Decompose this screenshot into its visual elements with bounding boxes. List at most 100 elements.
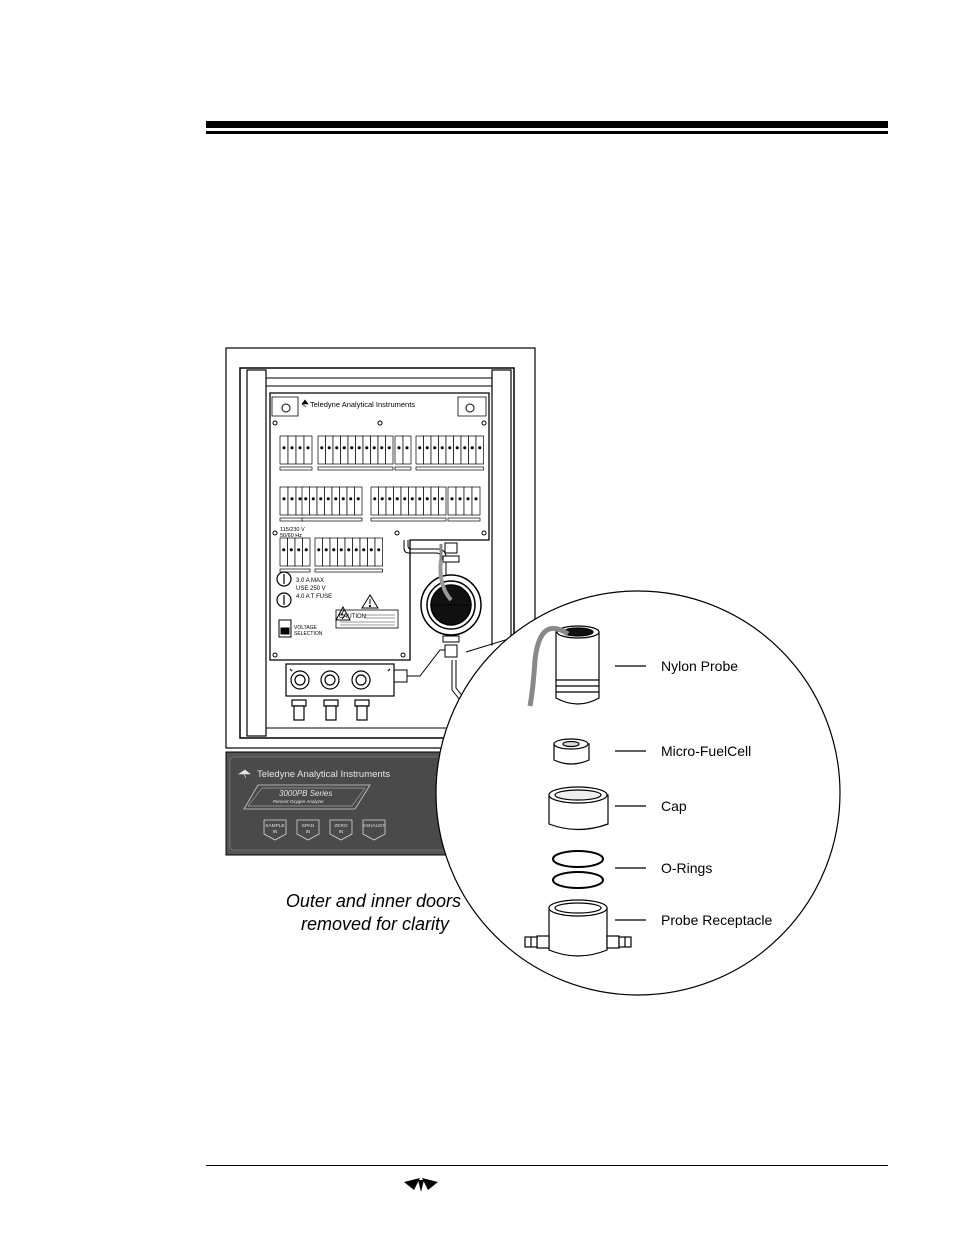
terminal-cell [408,486,417,516]
terminal-label-strip [279,517,305,522]
terminal-screw [290,497,294,501]
terminal-cell [355,435,364,465]
terminal-cell [295,435,305,465]
terminal-cell [309,486,318,516]
terminal-cell [324,486,333,516]
terminal-cell [301,486,310,516]
terminal-cell [322,537,331,567]
cap [548,786,609,831]
terminal-screw [448,446,452,450]
terminal-cell [430,435,439,465]
terminal-cell [354,486,363,516]
terminal-screw [327,446,331,450]
terminal-cell [374,537,383,567]
terminal-screw [319,497,323,501]
terminal-screw [349,497,353,501]
fuse-holders [276,571,292,608]
port-label: SPAN [302,823,315,829]
nylon-probe [527,625,600,707]
terminal-screw [362,548,366,552]
terminal-cell [339,486,348,516]
panel-brand: Teledyne Analytical Instruments [310,400,415,409]
port-label: IN [306,829,311,835]
terminal-cell [438,486,447,516]
terminal-cell [340,435,349,465]
terminal-screw [388,497,392,501]
terminal-label-strip [317,466,394,471]
terminal-screw [354,548,358,552]
terminal-cell [460,435,469,465]
terminal-cell [279,486,289,516]
terminal-screw [282,548,286,552]
terminal-screw [347,548,351,552]
terminal-screw [342,446,346,450]
terminal-screw [470,446,474,450]
callout-o-rings: O-Rings [661,860,712,876]
terminal-cell [393,486,402,516]
terminal-screw [282,446,286,450]
caption-line-2: removed for clarity [301,914,450,934]
terminal-label-strip [314,568,383,573]
terminal-screw [387,446,391,450]
terminal-screw [320,446,324,450]
terminal-cell [438,435,447,465]
terminal-label-strip [394,466,412,471]
terminal-cell [287,435,297,465]
terminal-screw [455,446,459,450]
cabinet [225,347,536,749]
terminal-cell [471,486,481,516]
callout-cap: Cap [661,798,687,814]
front-brand: Teledyne Analytical Instruments [257,769,390,780]
voltage-selector [278,619,292,638]
terminal-screw [339,548,343,552]
terminal-cell [359,537,368,567]
terminal-cell [400,486,409,516]
footer-rule [206,1165,888,1166]
terminal-cell [455,486,465,516]
o-rings [552,850,604,889]
terminal-cell [370,435,379,465]
port-label: SAMPLE [265,823,284,829]
terminal-screw [298,446,302,450]
terminal-screw [297,548,301,552]
terminal-cell [447,486,457,516]
terminal-cell [287,537,296,567]
terminal-cell [347,435,356,465]
terminal-label-strip [279,568,311,573]
terminal-cell [415,486,424,516]
terminal-cell [468,435,477,465]
terminal-label-strip [279,466,313,471]
terminal-screw [317,548,321,552]
terminal-cell [362,435,371,465]
terminal-cell [423,435,432,465]
terminal-screw [365,446,369,450]
terminal-screw [405,446,409,450]
terminal-cell [279,537,288,567]
terminal-screw [478,446,482,450]
port-label: IN [339,829,344,835]
terminal-screw [466,497,470,501]
terminal-screw [395,497,399,501]
terminal-screw [397,446,401,450]
terminal-screw [332,548,336,552]
terminal-cell [394,435,404,465]
terminal-screw [425,446,429,450]
terminal-label-strip [301,517,363,522]
terminal-cell [430,486,439,516]
terminal-screw [324,548,328,552]
terminal-screw [334,497,338,501]
port-badge [263,819,287,841]
micro-fuelcell [553,738,590,765]
sensor-housing [420,559,482,636]
terminal-cell [475,435,484,465]
port-badge [296,819,320,841]
terminal-cell [423,486,432,516]
terminal-cell [385,486,394,516]
header-rule [206,121,888,128]
gas-manifold [285,663,395,721]
port-label: ZERO [334,823,348,829]
terminal-screw [403,497,407,501]
terminal-cell [415,435,424,465]
terminal-screw [356,497,360,501]
